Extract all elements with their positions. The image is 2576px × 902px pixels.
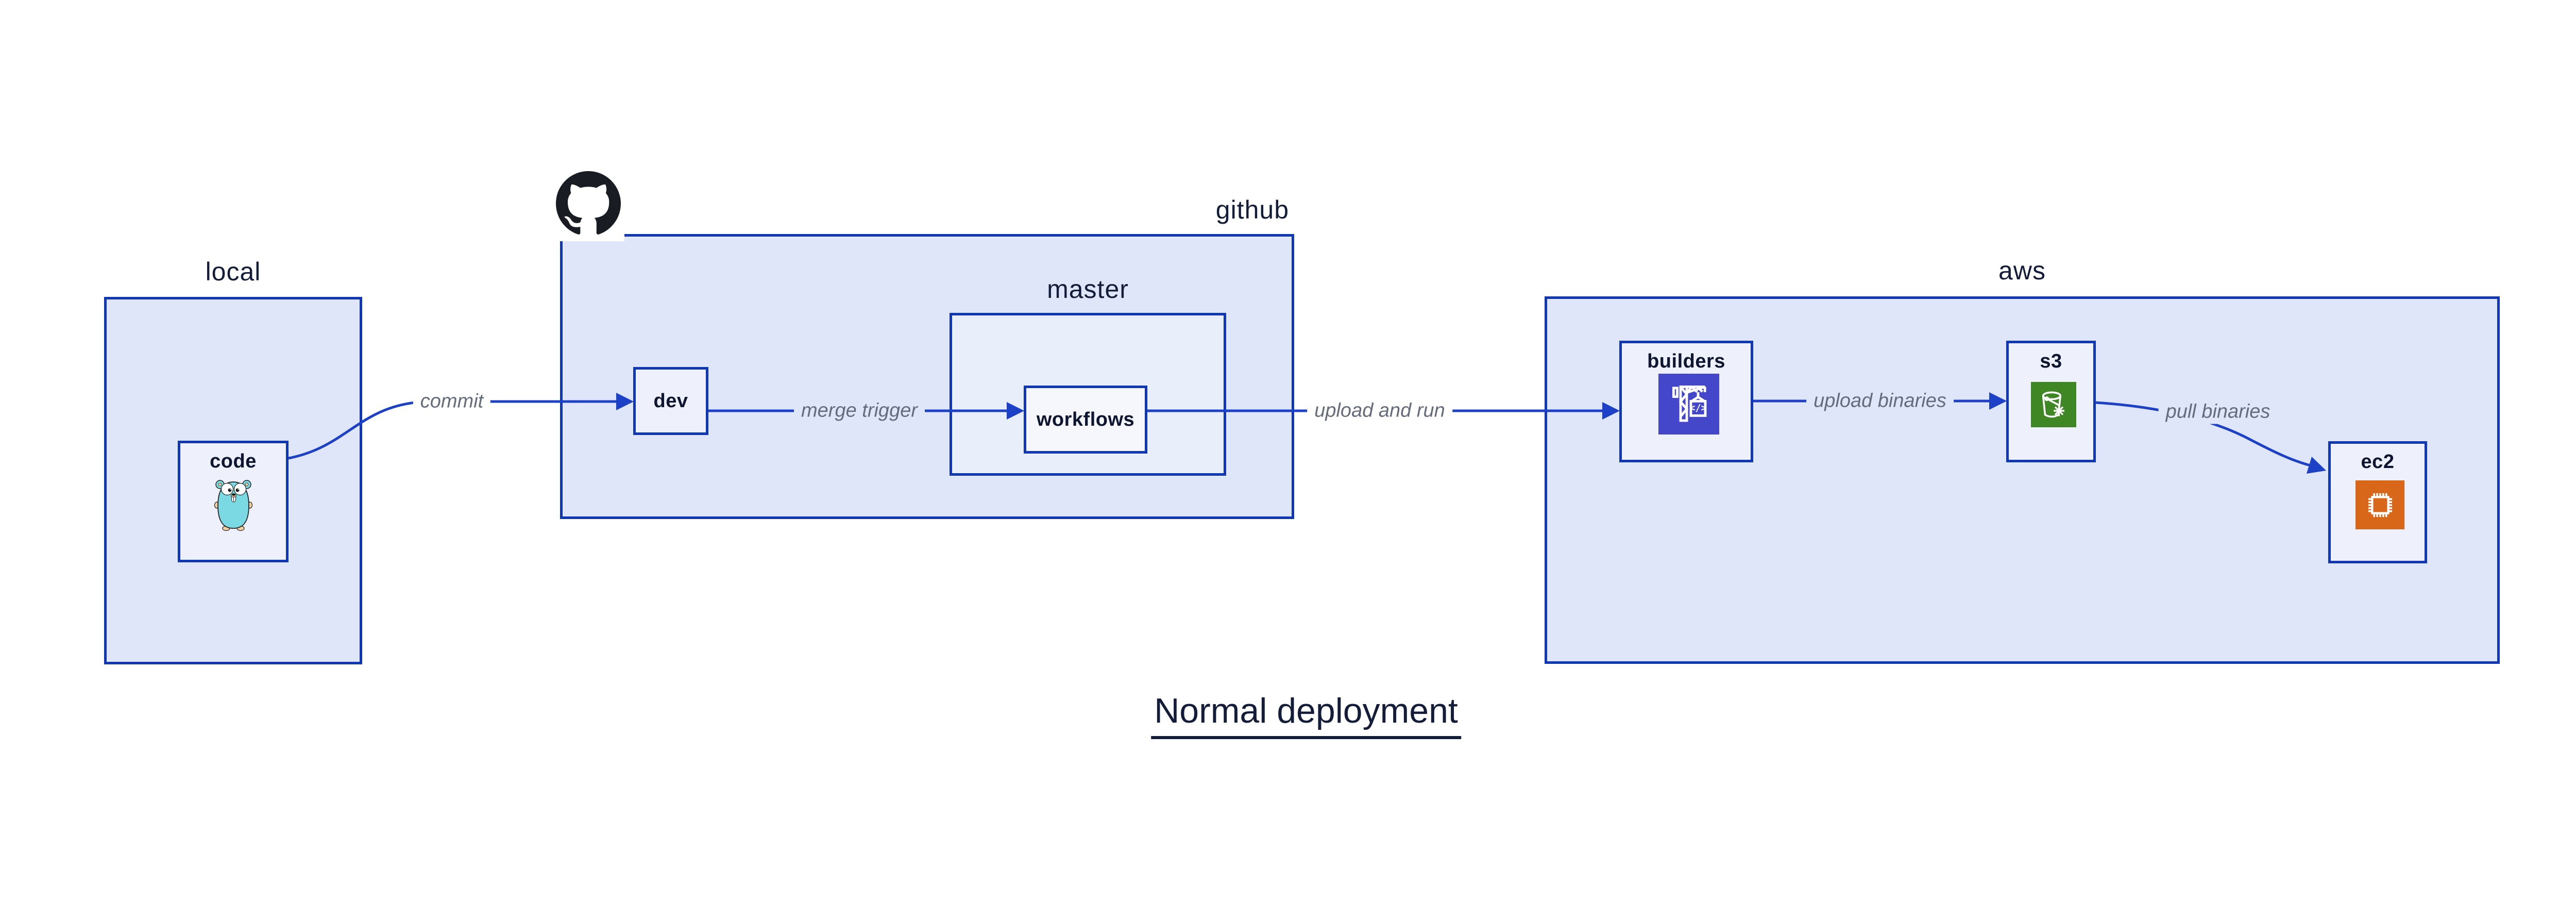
edge-pull-binaries-label: pull binaries [2158, 399, 2278, 424]
node-workflows-label: workflows [1036, 408, 1135, 430]
node-builders: builders </> [1619, 341, 1753, 462]
node-code: code [178, 441, 289, 562]
codebuild-crane-icon: </> [1658, 374, 1719, 435]
node-ec2: ec2 [2328, 441, 2427, 563]
node-s3: s3 [2006, 341, 2096, 462]
node-dev: dev [633, 367, 708, 435]
go-gopher-icon [214, 477, 252, 534]
github-group-label: github [1215, 195, 1289, 224]
edge-upload-and-run-label: upload and run [1307, 398, 1452, 423]
github-octocat-icon [552, 166, 624, 241]
node-ec2-label: ec2 [2361, 451, 2395, 473]
ec2-chip-icon [2355, 480, 2404, 529]
node-code-label: code [210, 450, 257, 472]
edge-commit-label: commit [413, 389, 491, 414]
master-group-label: master [1047, 275, 1129, 304]
local-group-label: local [205, 257, 261, 286]
aws-group-label: aws [1998, 256, 2046, 285]
node-workflows: workflows [1024, 386, 1147, 454]
node-s3-label: s3 [2040, 350, 2062, 372]
edge-upload-binaries-label: upload binaries [1806, 389, 1954, 413]
diagram-title: Normal deployment [1151, 691, 1461, 739]
node-dev-label: dev [653, 390, 688, 412]
node-builders-label: builders [1647, 350, 1725, 372]
edge-merge-trigger-label: merge trigger [794, 398, 925, 423]
s3-bucket-icon [2031, 382, 2076, 427]
svg-text:</>: </> [1689, 403, 1706, 414]
